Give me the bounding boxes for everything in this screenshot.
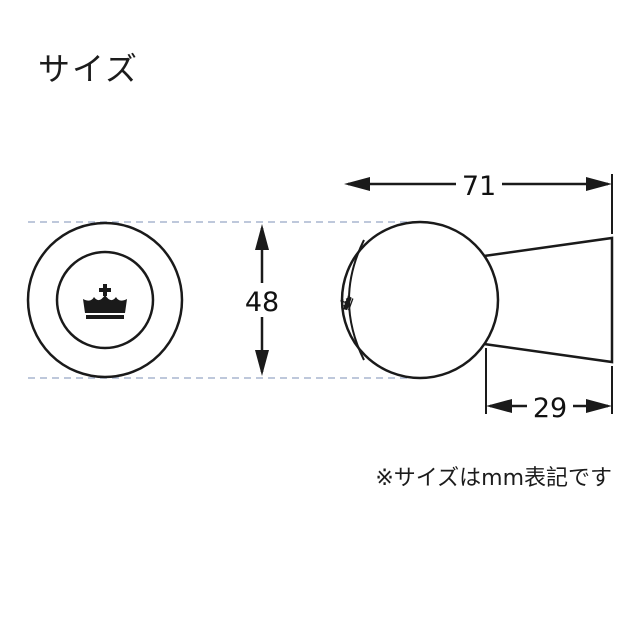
dimension-label-bg	[456, 167, 502, 200]
side-view-neck-fill	[484, 238, 612, 362]
side-view-sphere	[340, 220, 500, 380]
crown-icon	[83, 284, 127, 319]
base-dimension-arrow: 29	[485, 348, 613, 424]
arrow-right-icon	[586, 177, 612, 191]
dimension-label-bg	[240, 283, 284, 317]
height-dimension-label: 48	[240, 283, 284, 318]
page-title: サイズ	[38, 50, 140, 88]
width-dimension-arrow: 71	[344, 167, 613, 234]
height-dimension-value: 48	[245, 287, 279, 318]
dimension-label-bg	[527, 389, 573, 422]
width-dimension-value: 71	[462, 171, 496, 202]
arrow-up-icon	[255, 224, 269, 250]
arrow-left-icon	[486, 399, 512, 413]
size-unit-note: ※サイズはmm表記です	[375, 466, 612, 491]
crown-icon	[340, 295, 354, 311]
side-view-neck	[483, 236, 614, 364]
arrow-left-icon	[344, 177, 370, 191]
arrow-right-icon	[586, 399, 612, 413]
base-dimension-value: 29	[533, 393, 567, 424]
arrow-down-icon	[255, 350, 269, 376]
